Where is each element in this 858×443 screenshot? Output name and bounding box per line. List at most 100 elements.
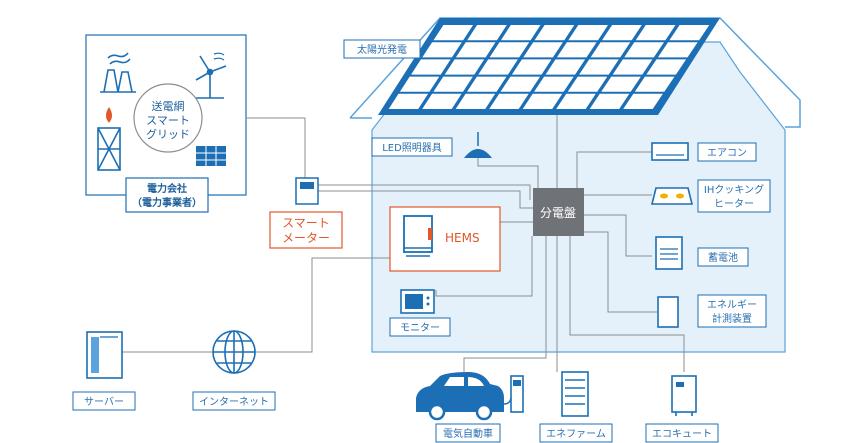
aircon-icon: [651, 142, 689, 161]
led-label: LED照明器具: [382, 142, 442, 154]
battery: 蓄電池: [655, 236, 749, 270]
ih-heater: IHクッキング ヒーター: [650, 179, 771, 213]
internet-label: インターネット: [199, 396, 269, 408]
ev-label: 電気自動車: [443, 427, 493, 440]
meter-icon: [657, 296, 679, 328]
solar-panel-icon: [378, 18, 720, 115]
solar-cell: [624, 42, 664, 58]
battery-icon: [655, 236, 683, 270]
solar-cell: [556, 93, 596, 109]
globe-icon: [212, 330, 256, 374]
solar-cell: [534, 76, 574, 92]
light-icon: [464, 132, 492, 158]
meter-icon: [295, 177, 319, 205]
server-icon: [86, 331, 123, 379]
grid-label-line3: グリッド: [146, 127, 190, 141]
monitor-label: モニター: [400, 322, 440, 334]
server: サーバー: [72, 331, 136, 411]
solar-cell: [433, 76, 473, 92]
solar-cell: [455, 42, 496, 58]
grid-label-line2: スマート: [146, 114, 190, 127]
solar-cell: [522, 93, 563, 109]
solar-cell: [669, 25, 710, 41]
solar-cell: [623, 93, 663, 109]
solar-cell: [567, 76, 608, 92]
solar-cell: [568, 25, 608, 41]
solar-cell: [590, 42, 631, 58]
solar-cell: [500, 25, 541, 41]
solar-cell: [422, 42, 462, 58]
solar-cell: [422, 93, 462, 109]
solar-cell: [411, 59, 451, 75]
solar-label-box: 太陽光発電: [343, 39, 421, 59]
energy-meter: エネルギー 計測装置: [657, 294, 767, 328]
smart-meter-label-1: スマート: [282, 216, 330, 230]
solar-cell: [646, 59, 687, 75]
ih-label-2: ヒーター: [714, 198, 754, 210]
wiring: [122, 115, 685, 372]
stove-icon: [650, 187, 694, 205]
monitor-icon: [400, 289, 435, 314]
solar-cell: [433, 25, 474, 41]
hems-icon: [403, 215, 433, 257]
server-label: サーバー: [84, 396, 124, 408]
power-company-label-1: 電力会社: [147, 182, 187, 195]
hems-label: HEMS: [445, 231, 480, 245]
water-heater-icon: [671, 375, 697, 416]
solar-cell: [545, 59, 586, 75]
grid-label-line1: 送電網: [152, 99, 185, 113]
internet: インターネット: [192, 330, 276, 411]
solar-cell: [444, 59, 485, 75]
solar-cell: [657, 42, 698, 58]
ih-label-1: IHクッキング: [704, 183, 764, 196]
distribution-panel: 分電盤: [533, 188, 584, 236]
hems-box: HEMS: [389, 206, 501, 272]
solar-cell: [500, 76, 541, 92]
power-company-label-2: （電力事業者）: [132, 196, 202, 209]
solar-cell: [467, 25, 507, 41]
distribution-label: 分電盤: [540, 206, 576, 220]
enefarm: エネファーム: [539, 371, 613, 443]
solar-cell: [612, 59, 653, 75]
smart-meter: スマート メーター: [269, 177, 343, 249]
factory-icon: [100, 52, 136, 93]
aircon: エアコン: [651, 142, 757, 162]
car-icon: [416, 372, 504, 421]
solar-label: 太陽光発電: [357, 43, 407, 56]
solar-cell: [399, 76, 440, 92]
ecocute: エコキュート: [645, 375, 719, 443]
enefarm-label: エネファーム: [546, 428, 606, 440]
power-company-panel: 送電網 スマート グリッド 電力会社 （電力事業者）: [85, 34, 247, 213]
solar-cell: [489, 42, 530, 58]
smart-meter-label-2: メーター: [282, 231, 330, 245]
solar-cell: [579, 59, 619, 75]
battery-label: 蓄電池: [708, 251, 738, 264]
led-light: LED照明器具: [371, 132, 492, 158]
solar-cell: [455, 93, 496, 109]
solar-cell: [511, 59, 552, 75]
energy-meter-label-2: 計測装置: [712, 312, 752, 325]
gas-tower-icon: [97, 107, 121, 171]
solar-cell: [467, 76, 507, 92]
aircon-label: エアコン: [707, 148, 747, 159]
solar-cell: [635, 25, 676, 41]
charger-icon: [503, 375, 524, 413]
solar-cell: [601, 76, 641, 92]
solar-cell: [602, 25, 642, 41]
solar-cell: [634, 76, 675, 92]
electric-vehicle: 電気自動車: [416, 372, 524, 443]
solar-cell: [523, 42, 563, 58]
solar-cell: [556, 42, 597, 58]
solar-panel-icon: [196, 146, 226, 166]
building-icon: [561, 371, 589, 417]
solar-cell: [489, 93, 529, 109]
solar-cell: [589, 93, 630, 109]
energy-meter-label-1: エネルギー: [707, 299, 757, 311]
ecocute-label: エコキュート: [652, 429, 712, 440]
wind-turbine-icon: [195, 52, 227, 99]
solar-cell: [388, 93, 429, 109]
solar-cell: [478, 59, 518, 75]
solar-cell: [534, 25, 575, 41]
monitor: モニター: [389, 289, 451, 337]
